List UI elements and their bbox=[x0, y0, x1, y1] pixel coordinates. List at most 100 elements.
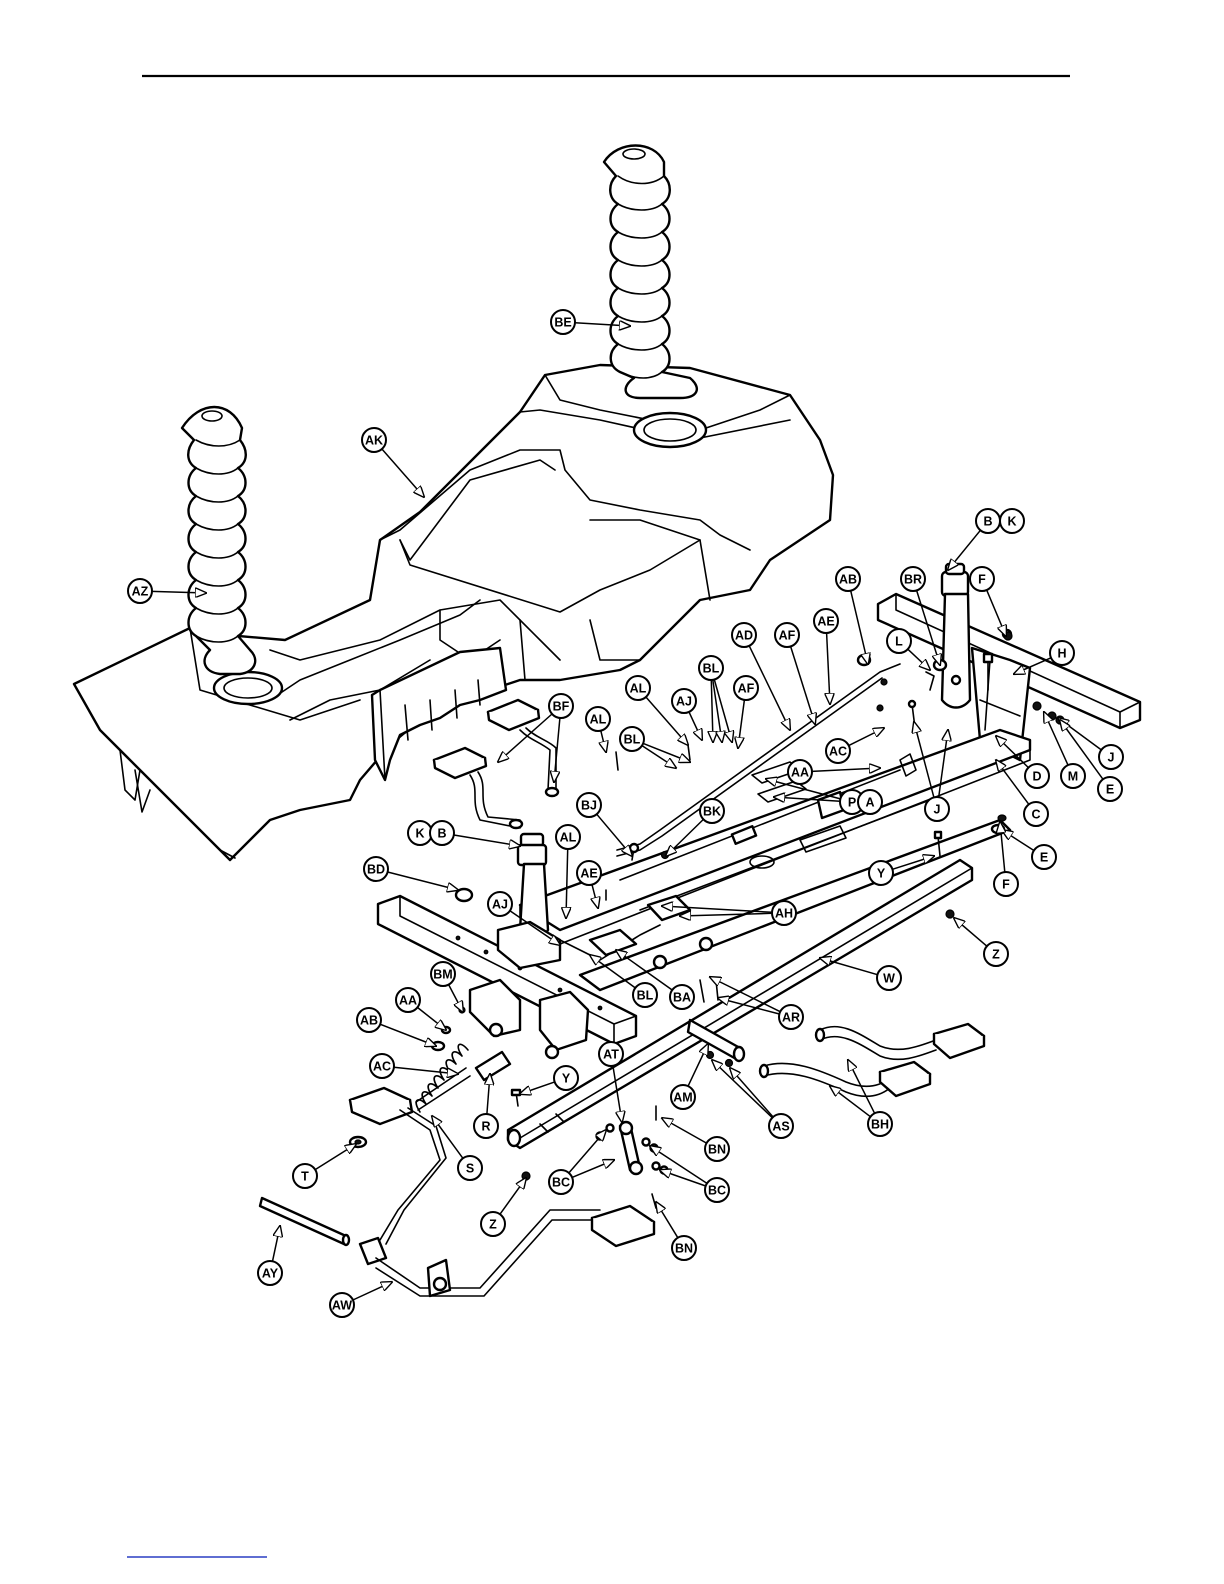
callout-j1: J bbox=[1099, 745, 1123, 769]
callout-ar: AR bbox=[779, 1005, 803, 1029]
callout-label: K bbox=[1007, 515, 1016, 529]
leader-bn2-0 bbox=[656, 1202, 678, 1238]
callout-label: BK bbox=[703, 805, 721, 819]
callout-label: AT bbox=[603, 1048, 619, 1062]
leader-aj1-0 bbox=[689, 712, 702, 740]
callout-label: AZ bbox=[132, 585, 149, 599]
callout-label: BJ bbox=[581, 799, 597, 813]
callout-label: BR bbox=[904, 573, 922, 587]
leader-aa2-0 bbox=[417, 1007, 446, 1030]
callout-label: AS bbox=[772, 1120, 789, 1134]
left-shock-post bbox=[518, 834, 548, 938]
callout-ae1: AE bbox=[814, 609, 838, 633]
leader-l-0 bbox=[908, 649, 930, 670]
callout-d: D bbox=[1025, 764, 1049, 788]
callout-label: AM bbox=[673, 1091, 692, 1105]
callout-ac1: AC bbox=[826, 739, 850, 763]
callout-label: BM bbox=[433, 968, 452, 982]
callout-label: AW bbox=[332, 1299, 352, 1313]
callout-ae2: AE bbox=[577, 861, 601, 885]
callout-label: C bbox=[1031, 808, 1040, 822]
leader-bn1-0 bbox=[662, 1118, 707, 1143]
leader-bh-1 bbox=[830, 1086, 870, 1117]
callout-label: AL bbox=[630, 682, 647, 696]
callout-at: AT bbox=[599, 1042, 623, 1066]
callout-bh: BH bbox=[868, 1112, 892, 1136]
callout-a: A bbox=[858, 790, 882, 814]
callout-label: AB bbox=[360, 1014, 378, 1028]
callout-j2: J bbox=[925, 797, 949, 821]
leader-bl2-1 bbox=[643, 743, 690, 762]
callout-label: S bbox=[466, 1162, 474, 1176]
callout-label: BH bbox=[871, 1118, 889, 1132]
callout-s: S bbox=[458, 1156, 482, 1180]
callout-label: BN bbox=[708, 1143, 726, 1157]
callout-al3: AL bbox=[556, 825, 580, 849]
callout-al2: AL bbox=[586, 707, 610, 731]
callout-bk1: B bbox=[976, 509, 1000, 533]
callout-t: T bbox=[293, 1164, 317, 1188]
callout-label: AE bbox=[817, 615, 834, 629]
callout-label: AK bbox=[365, 434, 383, 448]
callout-label: AC bbox=[373, 1060, 391, 1074]
callout-label: R bbox=[481, 1120, 490, 1134]
leader-z2-0 bbox=[500, 1178, 526, 1214]
callout-bm: BM bbox=[431, 962, 455, 986]
leader-bj-0 bbox=[597, 814, 632, 856]
leader-am-0 bbox=[688, 1044, 708, 1086]
right-foot-pedals bbox=[760, 1024, 984, 1096]
callout-bl3: BL bbox=[633, 983, 657, 1007]
callout-bc1: BC bbox=[549, 1170, 573, 1194]
callout-be: BE bbox=[551, 310, 575, 334]
leader-ab2-0 bbox=[380, 1024, 436, 1046]
callout-k2: K bbox=[408, 821, 432, 845]
callout-bl1: BL bbox=[699, 656, 723, 680]
callout-w: W bbox=[877, 966, 901, 990]
callout-bd: BD bbox=[364, 857, 388, 881]
callout-al1: AL bbox=[626, 676, 650, 700]
callout-ak: AK bbox=[362, 428, 386, 452]
callout-label: Z bbox=[992, 948, 1000, 962]
callout-label: A bbox=[865, 796, 874, 810]
callout-label: E bbox=[1040, 851, 1048, 865]
callout-label: F bbox=[978, 573, 986, 587]
callout-label: W bbox=[883, 972, 895, 986]
linkage-AT bbox=[620, 1122, 642, 1174]
callout-label: AC bbox=[829, 745, 847, 759]
leader-bf-0 bbox=[554, 718, 560, 782]
callout-ac2: AC bbox=[370, 1054, 394, 1078]
callout-bn1: BN bbox=[705, 1137, 729, 1161]
callout-label: AY bbox=[262, 1267, 279, 1281]
leader-ac1-0 bbox=[849, 728, 884, 746]
callout-bk2: K bbox=[1000, 509, 1024, 533]
leader-ae1-0 bbox=[827, 633, 830, 704]
callout-label: AJ bbox=[492, 898, 508, 912]
leader-b2-0 bbox=[454, 835, 520, 846]
callout-label: B bbox=[983, 515, 992, 529]
right-bellows-spring bbox=[604, 146, 697, 399]
callout-label: AL bbox=[560, 831, 577, 845]
callout-bl2: BL bbox=[620, 727, 644, 751]
callout-aa1: AA bbox=[788, 760, 812, 784]
callout-az: AZ bbox=[128, 579, 152, 603]
callout-label: H bbox=[1057, 647, 1066, 661]
callout-label: BF bbox=[553, 700, 570, 714]
callout-label: Y bbox=[562, 1072, 571, 1086]
callout-label: AF bbox=[738, 682, 755, 696]
callout-label: BL bbox=[624, 733, 641, 747]
callout-label: BA bbox=[673, 991, 691, 1005]
callout-label: Z bbox=[489, 1218, 497, 1232]
callout-label: L bbox=[895, 635, 903, 649]
callout-ba: BA bbox=[670, 985, 694, 1009]
upper-foot-pedals bbox=[434, 700, 558, 828]
center-chassis-rails bbox=[520, 730, 1030, 990]
callout-ab1: AB bbox=[836, 567, 860, 591]
callout-aa2: AA bbox=[396, 988, 420, 1012]
callout-bk: BK bbox=[700, 799, 724, 823]
callout-label: D bbox=[1032, 770, 1041, 784]
leader-z1-0 bbox=[954, 918, 987, 946]
callout-label: AF bbox=[779, 629, 796, 643]
callout-label: T bbox=[301, 1170, 309, 1184]
leader-t-0 bbox=[315, 1144, 356, 1170]
callout-bf: BF bbox=[549, 694, 573, 718]
